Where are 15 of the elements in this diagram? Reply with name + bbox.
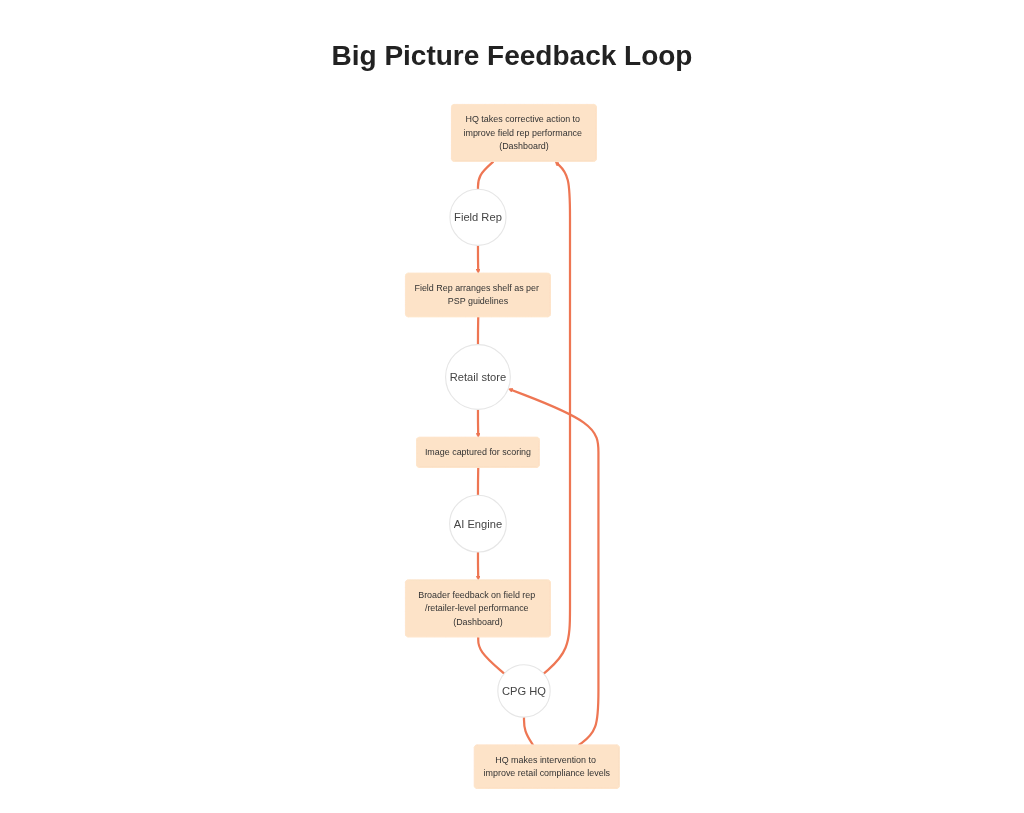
- arrow: [475, 245, 481, 274]
- node-circle: Retail store: [444, 344, 511, 410]
- node-circle: Field Rep: [448, 188, 507, 246]
- node-circle: AI Engine: [448, 494, 507, 553]
- diagram-title: Big Picture Feedback Loop: [331, 40, 693, 71]
- node-circle: CPG HQ: [496, 664, 551, 718]
- connector: [522, 717, 534, 746]
- connector: [476, 467, 479, 496]
- arrow: [507, 387, 600, 747]
- arrow: [475, 552, 481, 581]
- arrow: [475, 409, 481, 438]
- connector: [476, 637, 505, 675]
- arrow: [542, 161, 571, 675]
- connector: [476, 317, 479, 345]
- connector: [476, 160, 494, 190]
